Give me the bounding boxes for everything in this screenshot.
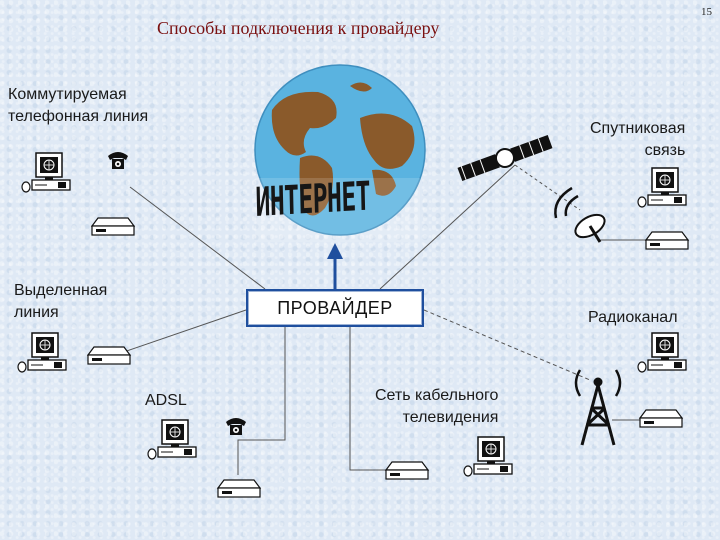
globe-icon (254, 64, 426, 236)
computer-icon (21, 152, 71, 193)
page-number: 15 (701, 6, 712, 18)
modem-icon (217, 479, 261, 498)
cable-label: Сеть кабельного телевидения (375, 387, 499, 426)
internet-label: ИНТЕРНЕТ (255, 173, 371, 226)
cable-link (349, 327, 388, 471)
modem-icon (645, 231, 689, 250)
leased-label: Выделенная линия (14, 282, 108, 321)
adsl-label: ADSL (145, 392, 187, 409)
satellite-icon (457, 135, 553, 181)
modem-icon (87, 346, 131, 365)
computer-icon (637, 167, 687, 208)
computer-icon (147, 419, 197, 460)
satellite-dish-icon (554, 186, 606, 243)
computer-icon (463, 436, 513, 477)
radio-label: Радиоканал (588, 309, 678, 326)
dialup-link (129, 186, 266, 290)
satellite-label: Спутниковая связь (590, 120, 686, 159)
adsl-link (237, 327, 286, 475)
radio-tower-icon (574, 369, 622, 446)
telephone-icon (108, 152, 128, 169)
telephone-icon (226, 418, 246, 435)
computer-icon (637, 332, 687, 373)
modem-icon (385, 461, 429, 480)
leased-link (114, 309, 247, 356)
computer-icon (17, 332, 67, 373)
satellite-beam (514, 164, 581, 211)
satellite-link (379, 164, 516, 290)
page-title: Способы подключения к провайдеру (157, 18, 440, 38)
modem-icon (91, 217, 135, 236)
modem-icon (639, 409, 683, 428)
connection-lines (114, 164, 648, 475)
provider-box: ПРОВАЙДЕР (246, 289, 424, 327)
upload-arrow (327, 243, 343, 289)
radio-link (423, 309, 591, 381)
dialup-label: Коммутируемая телефонная линия (8, 86, 149, 125)
